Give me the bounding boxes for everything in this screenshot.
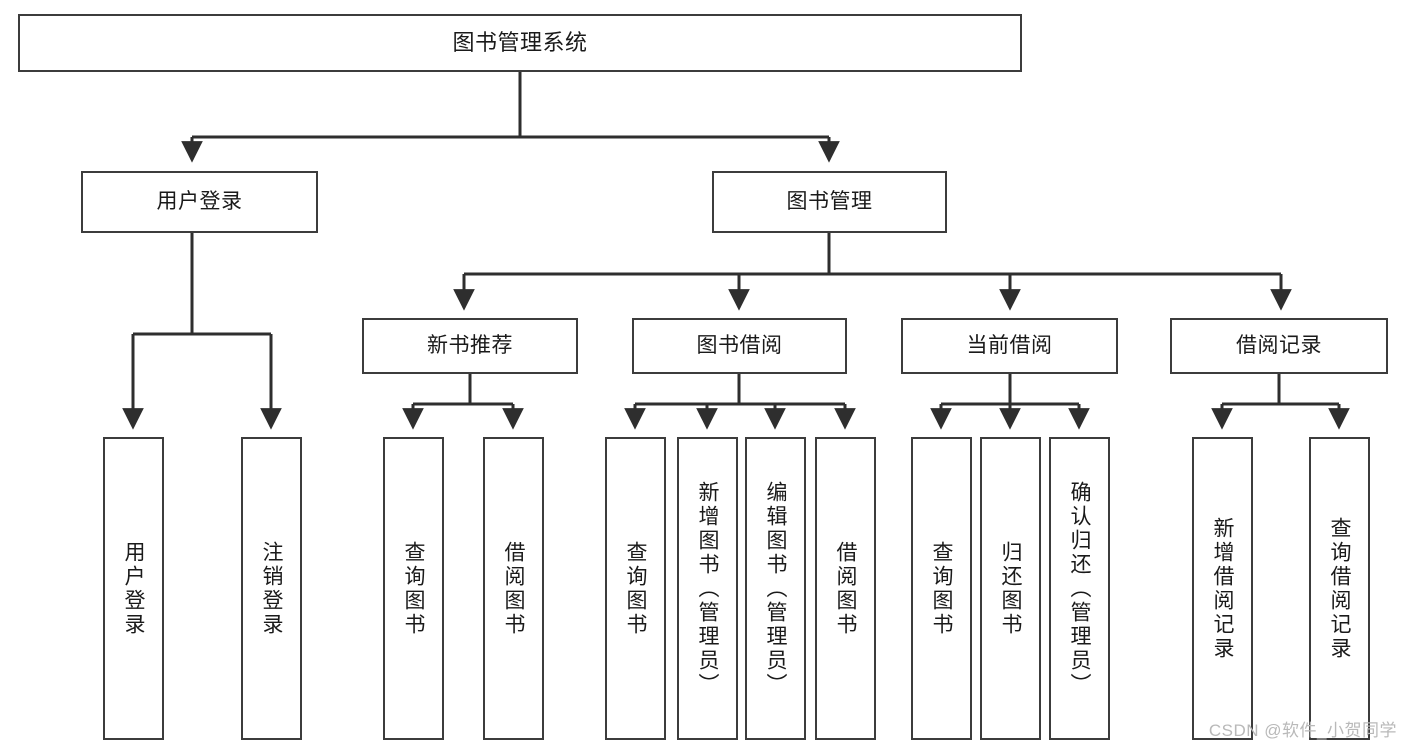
- node-label: 图书借阅: [696, 333, 783, 357]
- node-label: 查询借阅记录: [1328, 516, 1351, 661]
- leaf-confirm-return-admin[interactable]: 确认归还（管理员）: [1049, 437, 1110, 740]
- node-new-book-recommend[interactable]: 新书推荐: [362, 318, 578, 374]
- node-label: 归还图书: [999, 540, 1022, 637]
- node-book-borrow[interactable]: 图书借阅: [632, 318, 847, 374]
- node-label: 查询图书: [402, 540, 425, 637]
- leaf-return-book[interactable]: 归还图书: [980, 437, 1041, 740]
- node-label: 注销登录: [260, 540, 283, 637]
- leaf-add-borrow-record[interactable]: 新增借阅记录: [1192, 437, 1253, 740]
- node-label: 新增借阅记录: [1211, 516, 1234, 661]
- node-label: 编辑图书（管理员）: [764, 480, 787, 697]
- leaf-user-login[interactable]: 用户登录: [103, 437, 164, 740]
- leaf-query-borrow-record[interactable]: 查询借阅记录: [1309, 437, 1370, 740]
- node-current-borrow[interactable]: 当前借阅: [901, 318, 1118, 374]
- node-label: 查询图书: [930, 540, 953, 637]
- node-borrow-record[interactable]: 借阅记录: [1170, 318, 1388, 374]
- node-label: 新书推荐: [427, 333, 513, 357]
- node-label: 查询图书: [624, 540, 647, 637]
- node-label: 用户登录: [156, 189, 243, 213]
- node-label: 图书管理: [786, 189, 873, 213]
- leaf-edit-book-admin[interactable]: 编辑图书（管理员）: [745, 437, 806, 740]
- leaf-add-book-admin[interactable]: 新增图书（管理员）: [677, 437, 738, 740]
- leaf-query-book-2[interactable]: 查询图书: [605, 437, 666, 740]
- leaf-query-book-3[interactable]: 查询图书: [911, 437, 972, 740]
- node-label: 借阅记录: [1236, 333, 1322, 357]
- csdn-watermark: CSDN @软件_小贺同学: [1208, 721, 1397, 740]
- node-book-management[interactable]: 图书管理: [712, 171, 947, 233]
- leaf-borrow-book-1[interactable]: 借阅图书: [483, 437, 544, 740]
- node-label: 借阅图书: [834, 540, 857, 637]
- node-label: 新增图书（管理员）: [696, 480, 719, 697]
- node-label: 当前借阅: [966, 333, 1053, 357]
- node-label: 用户登录: [122, 540, 145, 637]
- node-label: 借阅图书: [502, 540, 525, 637]
- node-label: 确认归还（管理员）: [1068, 480, 1091, 697]
- leaf-user-logout[interactable]: 注销登录: [241, 437, 302, 740]
- node-label: 图书管理系统: [452, 30, 588, 56]
- node-root-system[interactable]: 图书管理系统: [18, 14, 1022, 72]
- leaf-query-book-1[interactable]: 查询图书: [383, 437, 444, 740]
- node-user-login[interactable]: 用户登录: [81, 171, 318, 233]
- leaf-borrow-book-2[interactable]: 借阅图书: [815, 437, 876, 740]
